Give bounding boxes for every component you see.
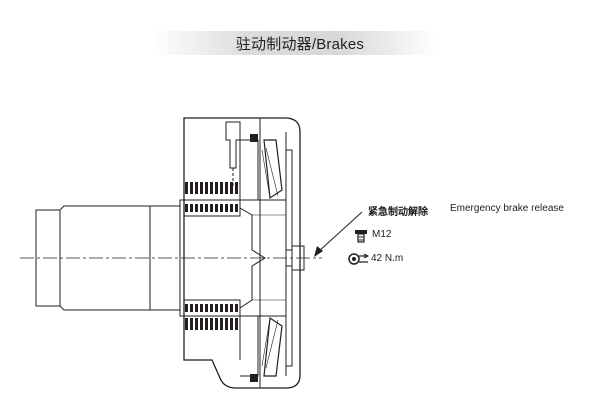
release-arrow-head	[314, 246, 323, 257]
torque-spec: 42 N.m	[371, 253, 404, 264]
friction-disc-upper	[263, 139, 283, 200]
inner-shaft	[150, 199, 266, 317]
release-label-en: Emergency brake release	[450, 203, 564, 214]
spline-teeth-lower	[184, 318, 240, 330]
housing-bolt	[225, 121, 241, 169]
bolt-icon	[354, 229, 368, 248]
release-leader-line	[317, 211, 363, 253]
release-label-cn: 紧急制动解除	[368, 207, 428, 218]
torque-wrench-icon	[348, 252, 370, 271]
page-title: 驻动制动器/Brakes	[235, 36, 365, 53]
brake-housing	[183, 117, 301, 389]
bolt-spec: M12	[372, 229, 392, 240]
spline-teeth-upper	[184, 182, 240, 194]
title-band	[150, 31, 438, 55]
friction-disc-lower	[263, 316, 283, 377]
